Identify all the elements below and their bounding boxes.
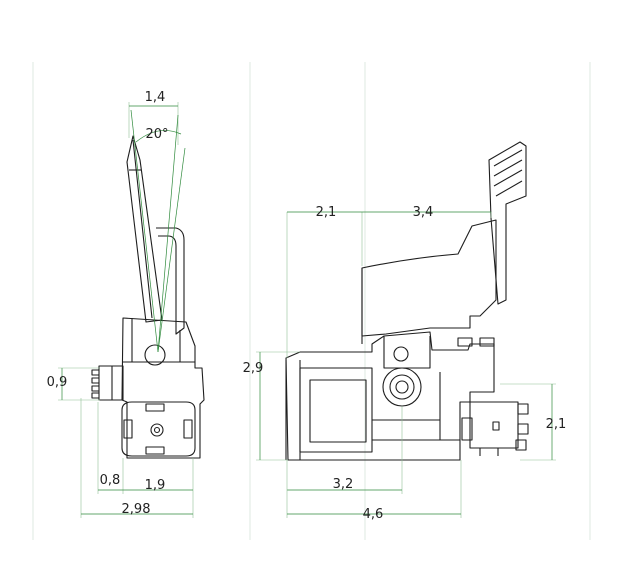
- pivot-circle: [144, 344, 166, 366]
- paddle: [488, 141, 527, 305]
- dim-side-height: 0,9: [47, 375, 68, 390]
- dim-front-height: 2,9: [243, 361, 264, 376]
- hood: [361, 219, 497, 337]
- side-view: [91, 135, 205, 459]
- main-body: [285, 331, 495, 461]
- dim-front-upper-right: 3,4: [413, 205, 434, 220]
- dim-front-upper-left: 2,1: [316, 205, 337, 220]
- dim-front-mid-width: 3,2: [333, 477, 354, 492]
- front-view: [285, 141, 529, 461]
- lever-bracket: [156, 227, 185, 335]
- terminal-block: [121, 401, 196, 457]
- dim-left-offset: 0,8: [100, 473, 121, 488]
- main-pivot: [382, 367, 422, 407]
- dim-angle: 20°: [145, 127, 168, 142]
- trigger-lever: [126, 135, 163, 323]
- construction-guides: [32, 62, 591, 540]
- dim-front-total-width: 4,6: [363, 507, 384, 522]
- dim-terminal-width: 1,9: [145, 478, 166, 493]
- dim-front-right-height: 2,1: [546, 417, 567, 432]
- front-connector: [461, 401, 529, 456]
- side-connector: [91, 365, 124, 401]
- dim-side-total-width: 2,98: [122, 502, 151, 517]
- dim-top-width: 1,4: [145, 90, 166, 105]
- dimension-labels: 1,4 20° 0,9 0,8 1,9 2,98 2,1 3,4 2,9 2,1…: [47, 90, 567, 522]
- side-dimensions: [58, 102, 194, 518]
- side-housing: [121, 317, 205, 459]
- front-dimensions: [256, 211, 556, 518]
